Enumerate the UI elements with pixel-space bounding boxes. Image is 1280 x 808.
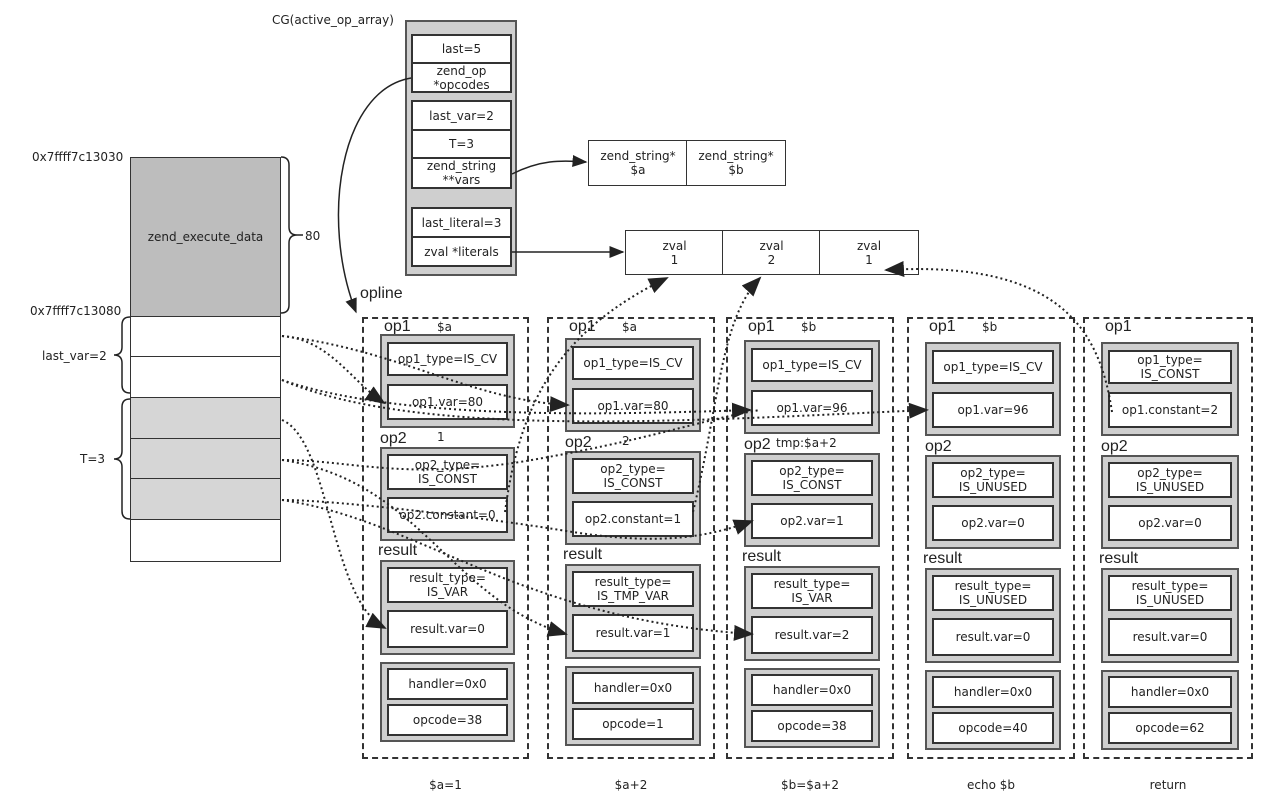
- op-array-title: CG(active_op_array): [272, 13, 394, 27]
- op1-label: op1: [929, 318, 956, 335]
- op1-value: op1.var=96: [751, 390, 873, 426]
- op1-value: op1.constant=2: [1108, 392, 1232, 428]
- result-label: result: [742, 548, 782, 565]
- opline-caption: echo $b: [967, 778, 1015, 792]
- op2-type: op2_type= IS_UNUSED: [1108, 462, 1232, 498]
- result-type: result_type= IS_UNUSED: [1108, 575, 1232, 611]
- op2-type: op2_type= IS_CONST: [751, 460, 873, 496]
- op2-note: 1: [437, 430, 445, 444]
- opline-0: [362, 317, 529, 759]
- var-name-a: zend_string* $a: [588, 140, 688, 186]
- result-label: result: [1099, 550, 1139, 567]
- stack-slot-empty: [130, 519, 281, 562]
- tmp-slot-2: [130, 478, 281, 520]
- op1-label: op1: [384, 318, 411, 335]
- handler: handler=0x0: [932, 676, 1054, 708]
- opcode: opcode=40: [932, 712, 1054, 744]
- brace-t: [113, 398, 131, 520]
- op2-type: op2_type= IS_CONST: [387, 454, 508, 490]
- op2-label: op2: [380, 430, 407, 447]
- opcode: opcode=38: [387, 704, 508, 736]
- op2-value: op2.constant=1: [572, 501, 694, 537]
- op1-type: op1_type= IS_CONST: [1108, 350, 1232, 384]
- opline-caption: return: [1149, 778, 1187, 792]
- literal-0: zval 1: [625, 230, 724, 275]
- tmp-slot-0: [130, 397, 281, 439]
- t-label: T=3: [80, 452, 106, 466]
- opline-caption: $a+2: [614, 778, 648, 792]
- op1-note: $b: [801, 320, 817, 334]
- opline-1: [547, 317, 715, 759]
- result-value: result.var=0: [932, 618, 1054, 656]
- handler: handler=0x0: [751, 674, 873, 706]
- op2-label: op2: [1101, 438, 1128, 455]
- result-type: result_type= IS_VAR: [751, 573, 873, 609]
- handler: handler=0x0: [387, 668, 508, 700]
- var-name-b: zend_string* $b: [686, 140, 786, 186]
- brace-80: [280, 156, 298, 314]
- op1-type: op1_type=IS_CV: [572, 346, 694, 380]
- execute-data-block: zend_execute_data: [130, 157, 281, 317]
- op-array-opcodes: zend_op *opcodes: [411, 62, 512, 93]
- result-value: result.var=0: [1108, 618, 1232, 656]
- result-label: result: [378, 542, 418, 559]
- last-var-label: last_var=2: [42, 349, 107, 363]
- result-value: result.var=2: [751, 616, 873, 654]
- opline-caption: $b=$a+2: [781, 778, 839, 792]
- op-array-last-var: last_var=2: [411, 100, 512, 131]
- address-cv: 0x7ffff7c13080: [30, 304, 122, 318]
- result-type: result_type= IS_VAR: [387, 567, 508, 603]
- size-label: 80: [305, 229, 321, 243]
- op2-type: op2_type= IS_UNUSED: [932, 462, 1054, 498]
- result-type: result_type= IS_UNUSED: [932, 575, 1054, 611]
- op2-label: op2: [565, 434, 592, 451]
- op2-label: op2: [744, 436, 771, 453]
- handler: handler=0x0: [1108, 676, 1232, 708]
- opline-label: opline: [360, 285, 403, 302]
- result-value: result.var=0: [387, 610, 508, 648]
- op1-label: op1: [1105, 318, 1132, 335]
- op1-note: $a: [437, 320, 452, 334]
- opcode: opcode=1: [572, 708, 694, 740]
- op-array-vars: zend_string **vars: [411, 157, 512, 189]
- result-label: result: [563, 546, 603, 563]
- op2-value: op2.var=0: [932, 505, 1054, 541]
- opline-4: [1083, 317, 1253, 759]
- opcode: opcode=38: [751, 710, 873, 742]
- op1-label: op1: [748, 318, 775, 335]
- op-array-last-literal: last_literal=3: [411, 207, 512, 238]
- op2-label: op2: [925, 438, 952, 455]
- opcode: opcode=62: [1108, 712, 1232, 744]
- op2-note: tmp:$a+2: [776, 436, 837, 450]
- cv-slot-1: [130, 356, 281, 398]
- opline-3: [907, 317, 1075, 759]
- op1-note: $a: [622, 320, 637, 334]
- op1-type: op1_type=IS_CV: [751, 348, 873, 382]
- address-top: 0x7ffff7c13030: [32, 150, 124, 164]
- brace-last-var: [113, 316, 131, 394]
- op1-label: op1: [569, 318, 596, 335]
- result-label: result: [923, 550, 963, 567]
- arrow-opcodes: [337, 77, 412, 314]
- op1-value: op1.var=80: [387, 384, 508, 420]
- op2-value: op2.var=0: [1108, 505, 1232, 541]
- op1-type: op1_type=IS_CV: [387, 342, 508, 376]
- opline-caption: $a=1: [429, 778, 462, 792]
- op1-value: op1.var=96: [932, 392, 1054, 428]
- handler: handler=0x0: [572, 672, 694, 704]
- op1-note: $b: [982, 320, 998, 334]
- op1-value: op1.var=80: [572, 388, 694, 424]
- op1-type: op1_type=IS_CV: [932, 350, 1054, 384]
- result-type: result_type= IS_TMP_VAR: [572, 571, 694, 607]
- result-value: result.var=1: [572, 614, 694, 652]
- op2-type: op2_type= IS_CONST: [572, 458, 694, 494]
- opline-2: [726, 317, 894, 759]
- literal-1: zval 2: [722, 230, 821, 275]
- arrow-vars: [511, 154, 588, 175]
- op-array-literals: zval *literals: [411, 236, 512, 267]
